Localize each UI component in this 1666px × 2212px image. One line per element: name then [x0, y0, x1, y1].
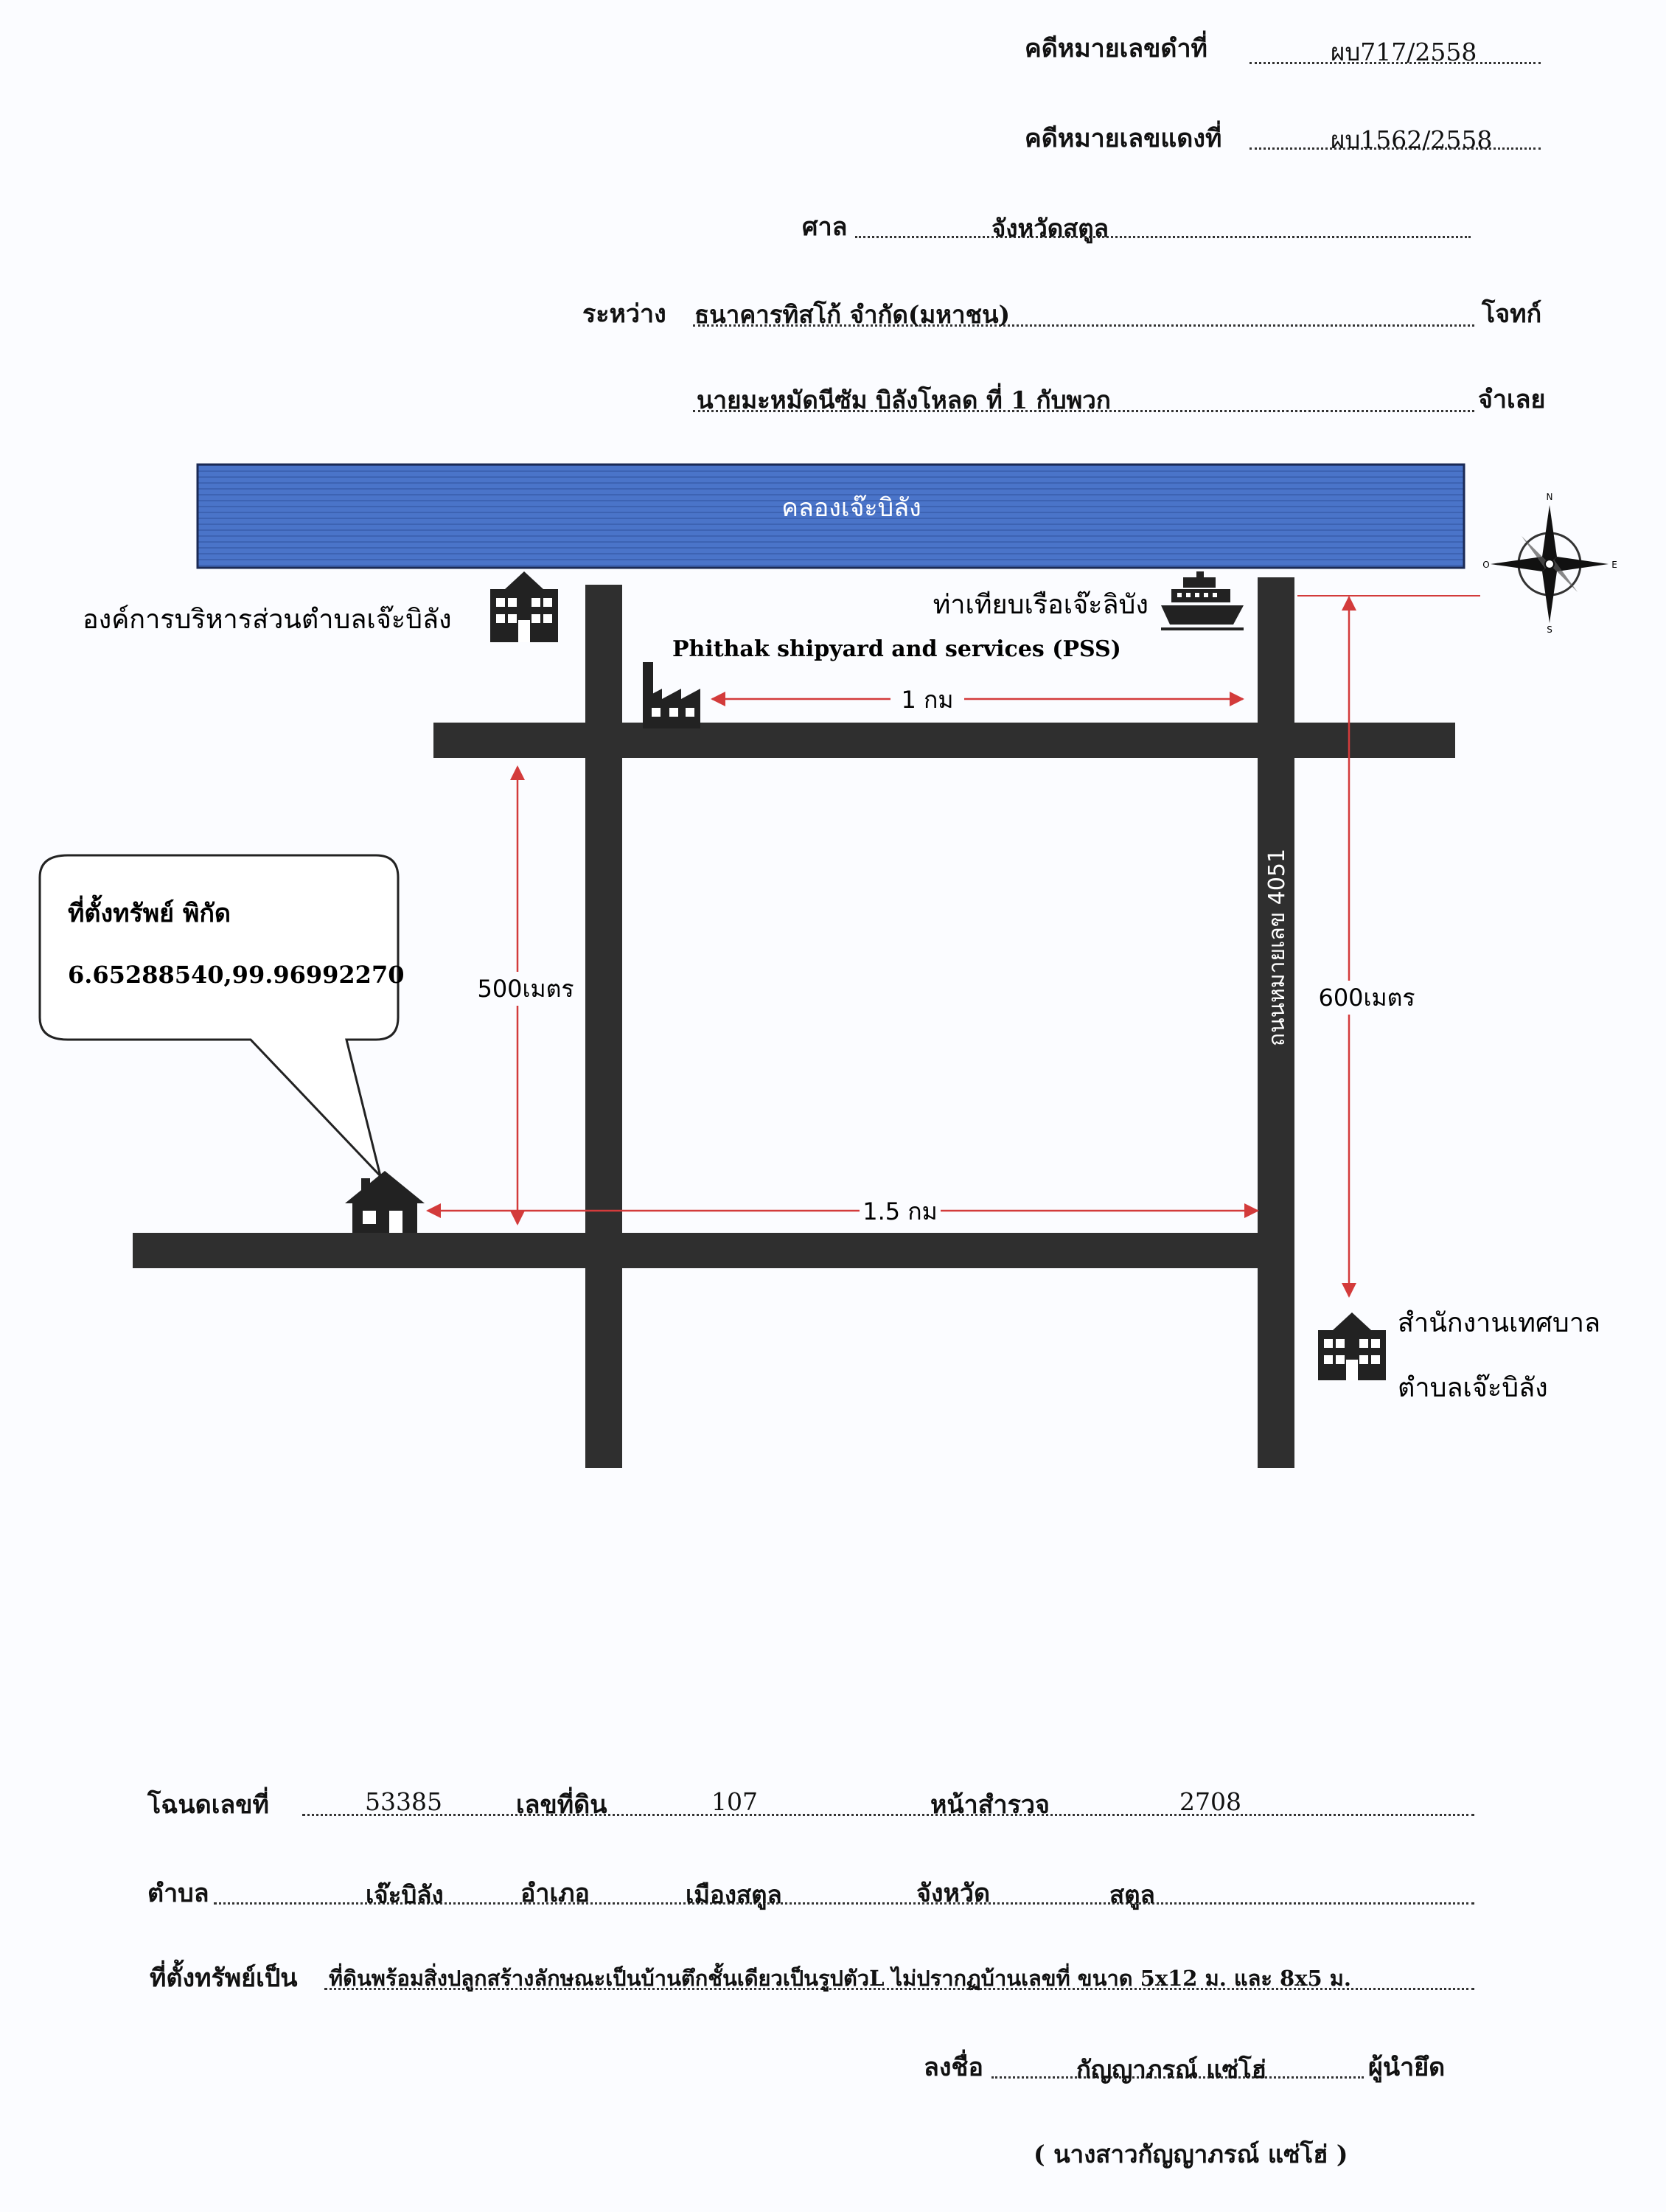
distance-1km: 1 กม	[902, 686, 954, 714]
compass-west: O	[1482, 560, 1489, 570]
plaintiff-role: โจทก์	[1482, 299, 1542, 329]
dotted-line	[1250, 62, 1541, 64]
compass-east: E	[1611, 560, 1617, 570]
district-label: อำเภอ	[520, 1879, 590, 1908]
survey-label: หน้าสำรวจ	[930, 1790, 1050, 1820]
callout-coordinates: 6.65288540,99.96992270	[68, 961, 404, 989]
court-label: ศาล	[802, 212, 848, 242]
province-name: สตูล	[1109, 1880, 1155, 1909]
deed-number: 53385	[365, 1787, 442, 1816]
canal	[196, 463, 1465, 569]
canal-label: คลองเจ๊ะบิลัง	[781, 493, 921, 523]
black-case-number: ผบ717/2558	[1331, 38, 1477, 66]
district-name: เมืองสตูล	[686, 1880, 782, 1909]
defendant-role: จำเลย	[1478, 385, 1546, 414]
dotted-line	[302, 1814, 1474, 1816]
subdistrict-name: เจ๊ะบิลัง	[366, 1880, 444, 1909]
dotted-line	[324, 1988, 1474, 1990]
location-description: ที่ดินพร้อมสิ่งปลูกสร้างลักษณะเป็นบ้านตึ…	[329, 1966, 1351, 1991]
location-label: ที่ตั้งทรัพย์เป็น	[150, 1964, 298, 1993]
highway-label: ถนนหมายเลข 4051	[1264, 849, 1290, 1046]
province-label: จังหวัด	[916, 1879, 991, 1908]
building-icon	[490, 571, 558, 642]
municipal-office-line1: สำนักงานเทศบาล	[1398, 1308, 1600, 1338]
subdistrict-label: ตำบล	[147, 1879, 209, 1908]
black-case-label: คดีหมายเลขดำที่	[1025, 34, 1207, 63]
red-case-label: คดีหมายเลขแดงที่	[1025, 124, 1222, 153]
house-icon	[345, 1171, 425, 1233]
signer-full-name: ( นางสาวกัญญาภรณ์ แซ่โฮ่ )	[1034, 2140, 1348, 2168]
municipal-office-line2: ตำบลเจ๊ะบิลัง	[1398, 1373, 1548, 1403]
compass-rose-icon	[1491, 505, 1609, 623]
dotted-line	[693, 410, 1474, 412]
road-horizontal-top	[433, 723, 1455, 758]
dotted-line	[214, 1902, 1474, 1905]
label-bg	[890, 683, 964, 715]
label-bg	[1309, 981, 1424, 1015]
road-vertical-left	[585, 585, 622, 1468]
sao-office-label: องค์การบริหารส่วนตำบลเจ๊ะบิลัง	[83, 605, 452, 635]
between-label: ระหว่าง	[582, 299, 666, 329]
dotted-line	[991, 2076, 1364, 2079]
sign-label: ลงชื่อ	[924, 2053, 983, 2082]
distance-600m: 600เมตร	[1318, 984, 1415, 1012]
land-number: 107	[711, 1787, 758, 1816]
plaintiff-name: ธนาคารทิสโก้ จำกัด(มหาชน)	[694, 300, 1011, 329]
red-case-number: ผบ1562/2558	[1331, 125, 1493, 154]
label-bg	[470, 972, 581, 1006]
factory-icon	[643, 662, 700, 728]
building-icon	[1318, 1312, 1386, 1380]
survey-number: 2708	[1179, 1787, 1241, 1816]
callout-title: ที่ตั้งทรัพย์ พิกัด	[68, 894, 231, 928]
defendant-name: นายมะหมัดนีซัม บิลังโหลด ที่ 1 กับพวก	[697, 386, 1111, 414]
deed-label: โฉนดเลขที่	[147, 1790, 269, 1820]
court-name: จังหวัดสตูล	[991, 214, 1109, 243]
label-bg	[860, 1194, 941, 1227]
ship-icon	[1161, 571, 1244, 630]
location-callout	[38, 854, 400, 1180]
land-no-label: เลขที่ดิน	[516, 1790, 607, 1820]
compass-north: N	[1547, 492, 1553, 502]
distance-500m: 500เมตร	[477, 975, 574, 1003]
pier-label: ท่าเทียบเรือเจ๊ะลิบัง	[933, 590, 1149, 620]
shipyard-label: Phithak shipyard and services (PSS)	[672, 636, 1121, 662]
dotted-line	[855, 236, 1471, 238]
signer-role: ผู้นำยึด	[1368, 2053, 1446, 2082]
dotted-line	[1250, 147, 1541, 150]
signer-name: กัญญาภรณ์ แซ่โฮ่	[1076, 2055, 1266, 2084]
road-horizontal-bottom	[133, 1233, 1259, 1268]
compass-south: S	[1547, 625, 1552, 635]
dotted-line	[693, 324, 1474, 327]
distance-1-5km: 1.5 กม	[862, 1197, 938, 1225]
